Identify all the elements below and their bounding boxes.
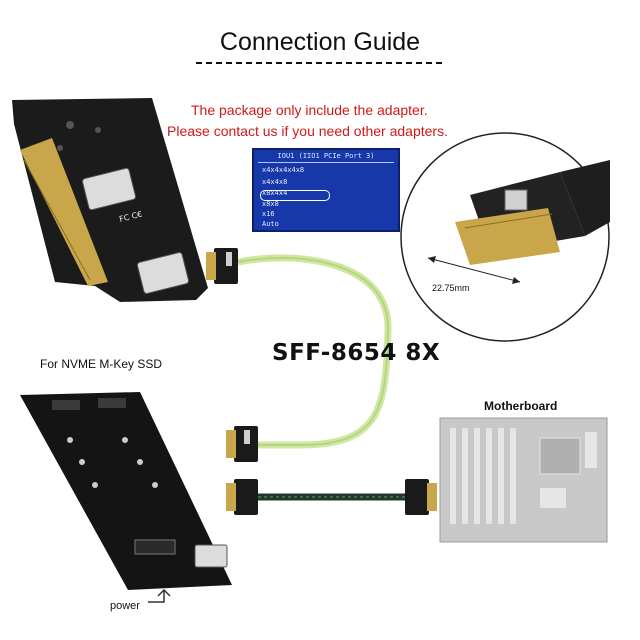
bios-panel-title: IOU1 (IIO1 PCIe Port 3) xyxy=(277,152,375,160)
pcie-adapter-card: FC C€ xyxy=(12,98,208,302)
bios-option-selected: x8x8 xyxy=(262,200,279,208)
nvme-ssd-label: For NVME M-Key SSD xyxy=(40,357,163,371)
motherboard-diagram xyxy=(439,417,608,543)
bios-selected-highlight xyxy=(260,190,330,201)
package-notice-line2: Please contact us if you need other adap… xyxy=(167,123,448,139)
m2-ssd-adapter xyxy=(20,392,232,590)
page-title: Connection Guide xyxy=(219,28,421,56)
power-arrow-icon xyxy=(148,588,171,603)
connector-dimension-label: 22.75mm xyxy=(432,283,470,293)
bios-option: x4x4x8 xyxy=(262,178,288,186)
sff-8654-cable xyxy=(206,248,392,462)
bios-option: Auto xyxy=(262,220,279,228)
cable-type-label: SFF-8654 8X xyxy=(272,340,441,366)
bios-bifurcation-panel: IOU1 (IIO1 PCIe Port 3) x4x4x4x4x8 x4x4x… xyxy=(252,148,400,232)
title-underline xyxy=(196,62,442,64)
bios-option: x4x4x4x4x8 xyxy=(262,166,305,174)
bios-panel-divider xyxy=(258,162,394,163)
motherboard-label: Motherboard xyxy=(484,399,558,413)
bios-option: x16 xyxy=(262,210,275,218)
bios-option: x8x4x4 xyxy=(262,189,288,197)
motherboard-cable xyxy=(226,479,437,515)
connector-closeup xyxy=(400,132,610,342)
package-notice-line1: The package only include the adapter. xyxy=(191,102,428,118)
power-label: power xyxy=(110,600,140,612)
